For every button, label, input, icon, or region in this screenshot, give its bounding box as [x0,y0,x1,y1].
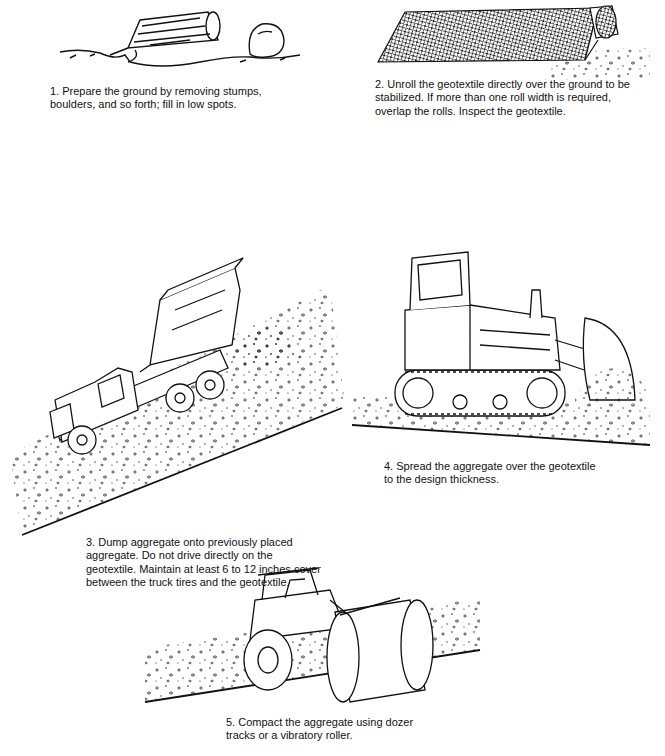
dump-truck-sketch [10,258,345,535]
ground-prep-sketch [60,12,300,66]
geotextile-roll-sketch [378,6,650,80]
bulldozer-sketch [352,252,650,445]
step-caption: 2. Unroll the geotextile directly over t… [375,78,633,118]
step-caption: 1. Prepare the ground by removing stumps… [50,85,282,112]
step-caption: 4. Spread the aggregate over the geotext… [384,460,602,487]
step-caption: 5. Compact the aggregate using dozer tra… [226,716,438,743]
step-caption: 3. Dump aggregate onto previously placed… [86,536,324,590]
